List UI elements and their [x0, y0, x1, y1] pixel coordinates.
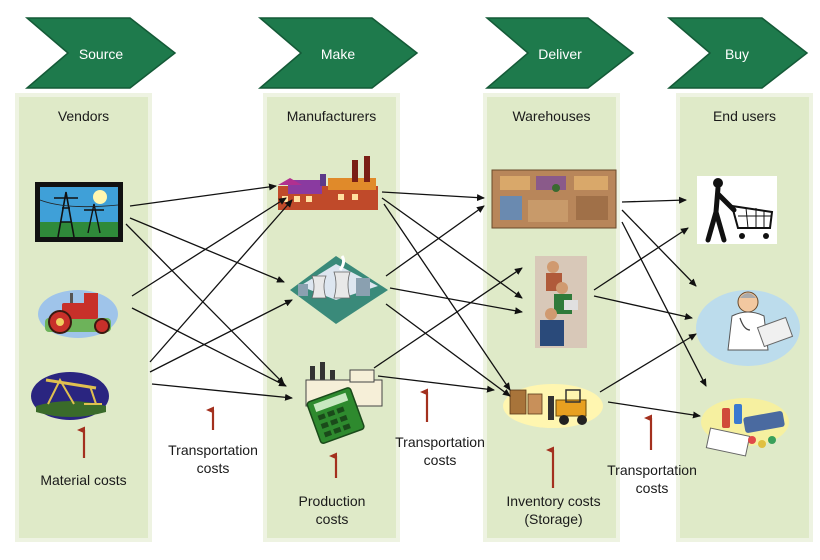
source-chevron: [24, 17, 177, 89]
flow-arrow: [125, 223, 285, 385]
stage-label-deliver: Deliver: [538, 46, 582, 62]
flow-arrow: [621, 221, 707, 387]
flow-arrow: [385, 205, 485, 277]
flow-arrow: [373, 267, 523, 369]
flow-arrow: [621, 209, 697, 287]
flow-arrow: [381, 191, 485, 202]
stage-label-buy: Buy: [724, 46, 750, 62]
flow-arrow: [149, 199, 293, 363]
material-costs-label: Material costs: [40, 472, 127, 488]
shopper-cart-icon: [697, 176, 777, 244]
column-title-vendors: Vendors: [57, 108, 110, 124]
forklift-icon: [503, 384, 603, 428]
flow-arrows: [125, 183, 707, 419]
flow-arrow: [593, 227, 689, 291]
flow-arrow: [381, 197, 523, 299]
flow-arrow: [131, 307, 287, 387]
tractor-icon: [38, 290, 118, 338]
flow-arrow: [151, 383, 293, 401]
flow-arrow: [131, 197, 287, 297]
flow-arrow: [389, 287, 523, 315]
make-chevron: [257, 17, 419, 89]
calculator-factory-icon: [305, 362, 383, 444]
stage-label-make: Make: [320, 46, 356, 62]
column-title-end-users: End users: [712, 108, 777, 124]
flow-arrow: [593, 295, 693, 320]
flow-arrow: [129, 183, 277, 207]
flow-arrow: [377, 375, 495, 393]
flow-arrow: [149, 299, 293, 373]
oil-pump-icon: [31, 372, 109, 420]
flow-arrow: [607, 401, 701, 419]
buy-chevron: [666, 17, 809, 89]
inventory-costs-label: Inventory costs(Storage): [506, 493, 601, 527]
warehouse-shelves-icon: [491, 169, 617, 229]
column-title-warehouses: Warehouses: [512, 108, 591, 124]
doctor-icon: [696, 290, 800, 366]
medicine-icon: [701, 398, 789, 457]
cost-arrows: [77, 388, 653, 488]
flow-arrow: [599, 333, 697, 393]
flow-arrow: [621, 196, 687, 204]
power-lines-icon: [35, 182, 123, 242]
factory-icon: [278, 156, 378, 210]
flow-arrow: [129, 217, 285, 283]
flow-arrow: [385, 303, 511, 397]
stage-label-source: Source: [78, 46, 124, 62]
column-title-manufacturers: Manufacturers: [286, 108, 377, 124]
flow-arrow: [383, 203, 511, 391]
deliver-chevron: [484, 17, 635, 89]
power-plant-icon: [290, 255, 388, 324]
workers-icon: [535, 256, 587, 348]
